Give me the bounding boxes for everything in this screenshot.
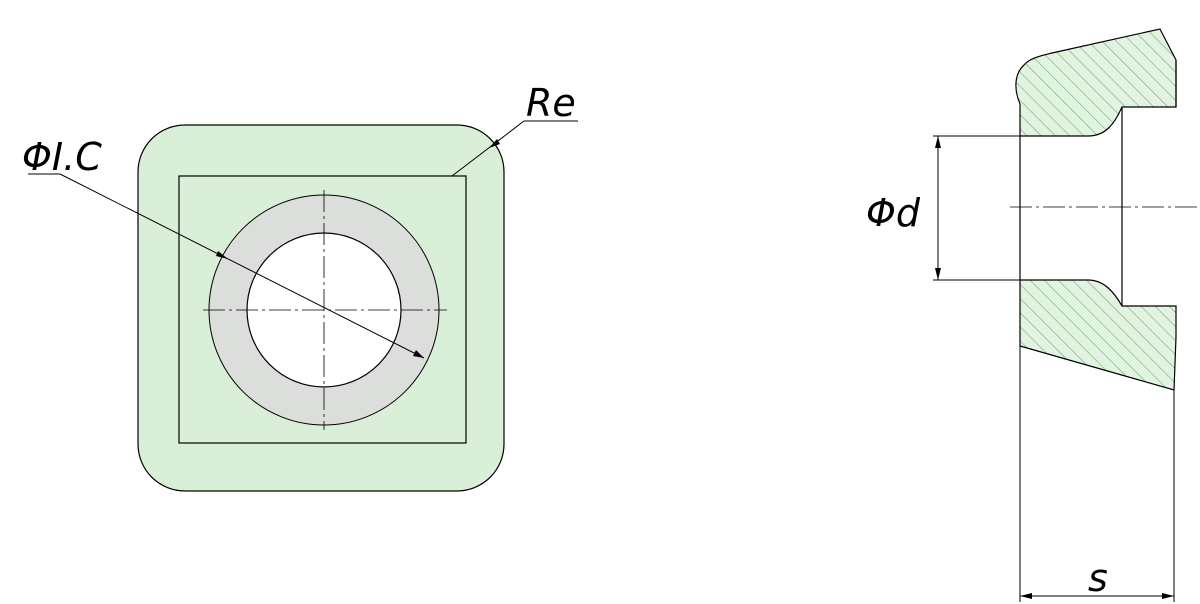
inner-square: [178, 175, 467, 444]
section-upper: [1015, 28, 1177, 137]
s-label: s: [1088, 556, 1108, 600]
ic-dimension-line: [59, 173, 425, 359]
ic-arrow-start: [216, 251, 228, 259]
d-label: Φd: [866, 191, 921, 235]
front-view: ΦI.C Re: [22, 81, 578, 492]
s-arrow-right: [1162, 593, 1174, 599]
d-arrow-top: [935, 136, 941, 148]
side-view: Φd s: [866, 28, 1200, 602]
s-arrow-left: [1020, 593, 1032, 599]
ic-label: ΦI.C: [22, 135, 102, 179]
ic-arrow-end: [413, 350, 424, 358]
d-arrow-bottom: [935, 268, 941, 280]
re-leader-line: [451, 120, 525, 177]
section-lower: [1019, 279, 1177, 391]
re-label: Re: [526, 81, 576, 125]
re-arrow: [489, 139, 500, 148]
